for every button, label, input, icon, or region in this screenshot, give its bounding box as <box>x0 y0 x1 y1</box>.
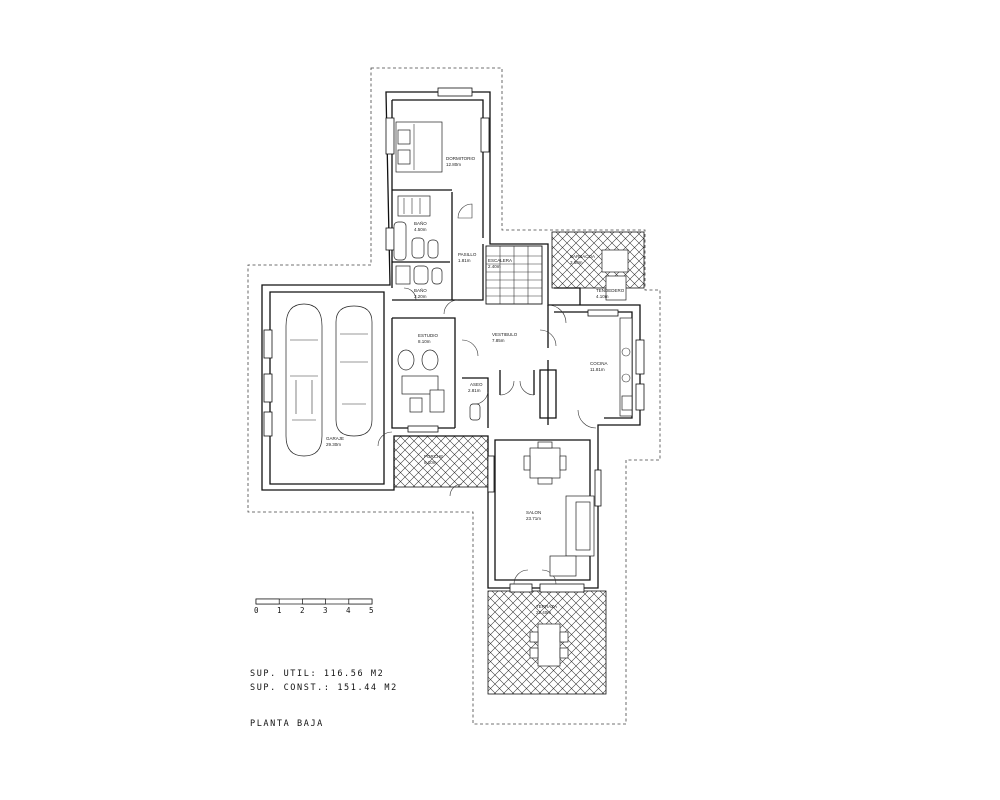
room-label-tendedero: TENDEDERO <box>596 288 625 293</box>
barbacoa-hatch <box>551 231 645 289</box>
aseo-fixtures <box>469 403 481 421</box>
windows <box>263 87 645 593</box>
scale-tick-4: 4 <box>346 606 351 615</box>
room-area-aseo: 2.81m <box>468 388 481 393</box>
room-label-terraza: TERRAZA <box>536 604 557 609</box>
plot-outline <box>247 67 661 725</box>
scale-tick-2: 2 <box>300 606 305 615</box>
room-label-bano2: BAÑO <box>414 287 427 293</box>
scale-tick-1: 1 <box>277 606 282 615</box>
room-label-cocina: COCINA <box>590 361 608 366</box>
study-furniture <box>397 349 445 413</box>
room-label-pasillo: PASILLO <box>458 252 477 257</box>
bathroom-fixtures <box>393 195 443 285</box>
room-label-bano1: BAÑO <box>414 220 427 226</box>
scale-tick-0: 0 <box>254 606 259 615</box>
staircase <box>485 245 543 305</box>
room-label-aseo: ASEO <box>470 382 483 387</box>
room-area-porche: 8.10m <box>424 460 437 465</box>
bed <box>395 121 443 173</box>
room-area-estudio: 8.10m <box>418 339 431 344</box>
room-labels: DORMITORIO 12.80m BAÑO 4.50m BAÑO 3.20m … <box>326 156 625 615</box>
plan-title: PLANTA BAJA <box>250 719 324 729</box>
room-label-salon: SALON <box>526 510 541 515</box>
room-label-escalera: ESCALERA <box>488 258 512 263</box>
interior-walls <box>391 189 581 429</box>
room-area-barbacoa: 3.60m <box>570 260 583 265</box>
scale-tick-3: 3 <box>323 606 328 615</box>
room-area-bano2: 3.20m <box>414 294 427 299</box>
room-area-bano1: 4.50m <box>414 227 427 232</box>
room-label-estudio: ESTUDIO <box>418 333 439 338</box>
room-label-vestibulo: VESTIBULO <box>492 332 518 337</box>
sup-util-text: SUP. UTIL: 116.56 M2 <box>250 669 384 679</box>
scale-bar: 0 1 2 3 4 5 <box>254 598 374 615</box>
porche-hatch <box>393 435 489 488</box>
room-area-vestibulo: 7.85m <box>492 338 505 343</box>
living-furniture <box>523 441 595 667</box>
room-area-escalera: 2.40m <box>488 264 501 269</box>
room-area-salon: 23.71m <box>526 516 541 521</box>
room-label-barbacoa: BARBACOA <box>570 254 595 259</box>
sup-const-text: SUP. CONST.: 151.44 M2 <box>250 683 398 693</box>
room-area-garaje: 29.30m <box>326 442 341 447</box>
room-area-terraza: 22.40m <box>536 610 551 615</box>
room-area-cocina: 11.81m <box>590 367 605 372</box>
room-area-tendedero: 4.10m <box>596 294 609 299</box>
scale-tick-5: 5 <box>369 606 374 615</box>
room-label-porche: PORCHE <box>424 454 443 459</box>
kitchen-furniture <box>601 249 633 417</box>
cars <box>285 303 373 457</box>
room-label-dormitorio: DORMITORIO <box>446 156 476 161</box>
room-area-pasillo: 1.81m <box>458 258 471 263</box>
room-label-garaje: GARAJE <box>326 436 344 441</box>
room-area-dormitorio: 12.80m <box>446 162 461 167</box>
